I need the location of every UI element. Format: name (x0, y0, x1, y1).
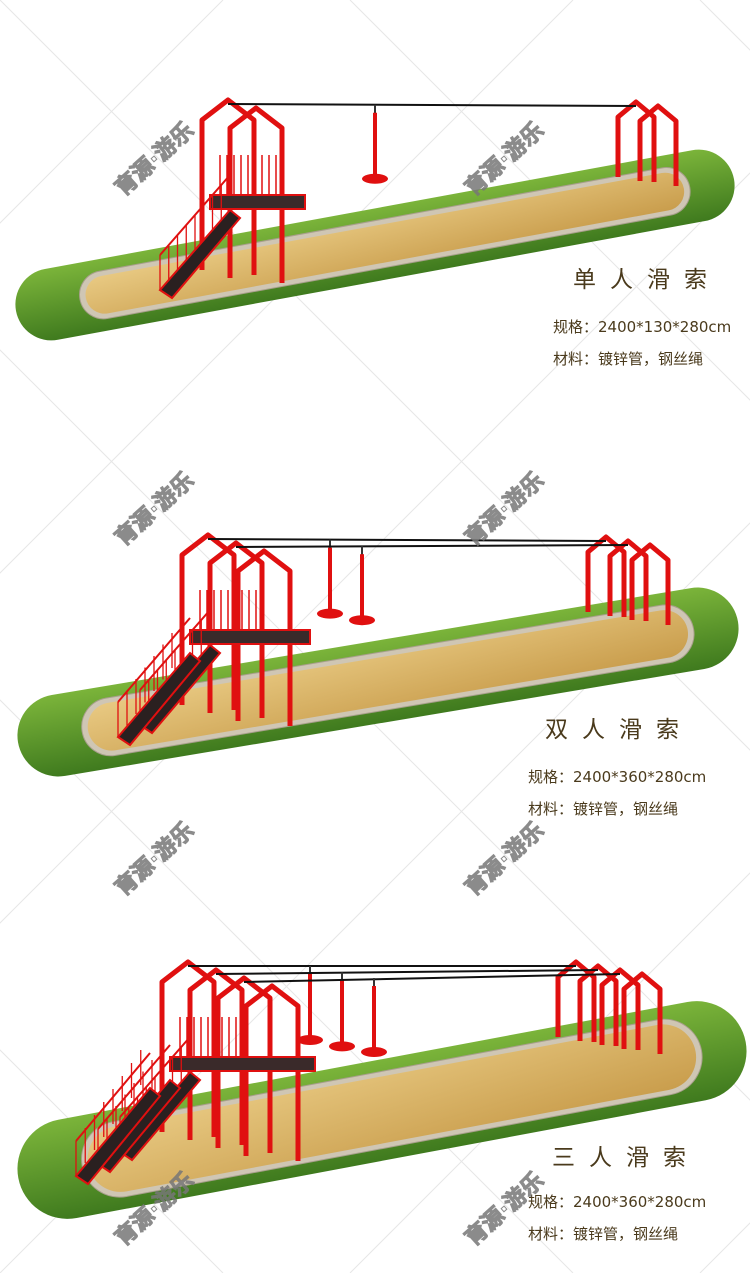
end-arch (615, 99, 657, 182)
platform (209, 194, 306, 210)
platform (169, 1056, 316, 1072)
seat-disc (349, 615, 375, 626)
grid-line (0, 0, 224, 224)
zip-cable (207, 538, 607, 542)
product-title-triple: 三人滑索 (552, 1145, 700, 1171)
product-material-triple: 材料：镀锌管，钢丝绳 (528, 1225, 679, 1243)
seat-disc (297, 1035, 323, 1045)
end-arch (621, 971, 663, 1054)
staircase (74, 1086, 162, 1186)
product-title-single: 单人滑索 (573, 267, 721, 293)
start-tower-arch (179, 532, 237, 710)
staircase (158, 208, 242, 300)
product-material-single: 材料：镀锌管，钢丝绳 (553, 350, 704, 368)
start-tower-arch (227, 105, 285, 283)
start-tower-arch (207, 540, 265, 718)
start-tower-arch (199, 97, 257, 275)
grid-line (0, 699, 574, 1273)
product-title-double: 双人滑索 (545, 717, 693, 743)
playground-base (17, 587, 739, 777)
end-arch (577, 963, 619, 1046)
zip-cable (235, 544, 629, 548)
stair-handrail (117, 617, 191, 703)
stair-handrail (159, 174, 231, 256)
zipline-frame (179, 532, 671, 726)
sand-pit (85, 172, 685, 314)
start-tower-arch (159, 959, 217, 1137)
zip-cable (215, 969, 599, 975)
product-spec-single: 规格：2400*130*280cm (553, 318, 732, 336)
zipline-frame (199, 97, 679, 283)
seat-disc (329, 1041, 355, 1052)
playground-base (15, 149, 735, 341)
product-spec-double: 规格：2400*360*280cm (528, 768, 707, 786)
sand-pit (87, 1024, 697, 1192)
start-tower-arch (235, 548, 293, 726)
product-material-double: 材料：镀锌管，钢丝绳 (528, 800, 679, 818)
stair-handrail (97, 1044, 171, 1130)
stair-handrail (75, 1052, 151, 1142)
grid-line (0, 1049, 224, 1273)
seat-disc (361, 1047, 387, 1058)
product-spec-triple: 规格：2400*360*280cm (528, 1193, 707, 1211)
start-tower-arch (187, 967, 245, 1145)
zip-cable (227, 103, 637, 107)
staircase (116, 651, 202, 747)
stair-handrail (119, 1036, 191, 1118)
seat-disc (362, 173, 388, 184)
platform (189, 629, 311, 645)
end-arch (637, 103, 679, 186)
stair-handrail (139, 609, 211, 691)
seat-disc (317, 608, 343, 619)
end-arch (585, 534, 627, 617)
end-arch (607, 538, 649, 621)
end-arch (629, 542, 671, 625)
zip-cable (243, 973, 621, 983)
end-arch (555, 959, 597, 1042)
playground-base (17, 1001, 747, 1219)
end-arch (599, 967, 641, 1050)
start-tower-arch (215, 975, 273, 1153)
